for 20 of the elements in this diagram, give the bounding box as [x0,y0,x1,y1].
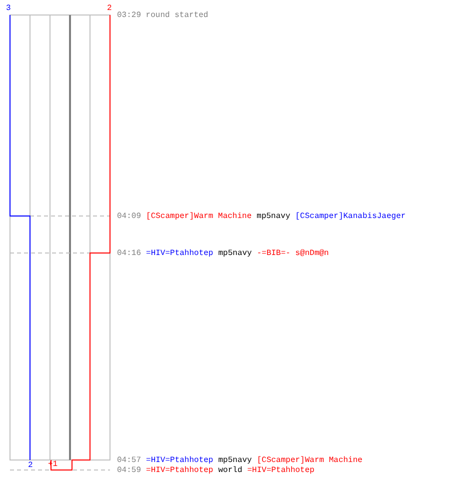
weapon-name: mp5navy [218,249,252,258]
player-name: =HIV=Ptahhotep [247,466,314,475]
event-time: 04:16 [117,249,142,258]
weapon-name: mp5navy [256,212,290,221]
player-name: =HIV=Ptahhotep [146,456,214,465]
team-count: 2 [28,461,33,470]
event-text: 03:29 round started [117,11,208,20]
event-time: 04:59 [117,466,142,475]
weapon-name: mp5navy [218,456,252,465]
weapon-name: world [218,466,242,475]
player-name: [CScamper]Warm Machine [256,456,362,465]
event-time: 04:09 [117,212,142,221]
player-name: =HIV=Ptahhotep [146,466,214,475]
team-count: 2 [107,4,112,13]
player-name: -=BIB=- s@nDm@n [256,249,329,258]
team-count: 3 [6,4,11,13]
player-name: =HIV=Ptahhotep [146,249,214,258]
player-name: [CScamper]Warm Machine [146,212,252,221]
event-time: 04:57 [117,456,142,465]
player-name: [CScamper]KanabisJaeger [295,212,406,221]
